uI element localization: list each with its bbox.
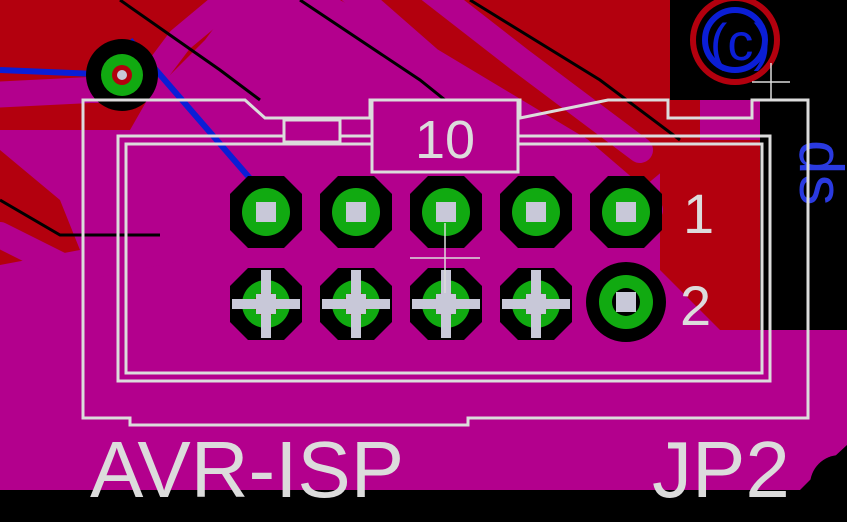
- pad[interactable]: [410, 176, 482, 248]
- via[interactable]: [86, 39, 158, 111]
- logo-ring-blue: [702, 7, 768, 73]
- connector-key: 10: [282, 98, 520, 174]
- pin-count-label: 10: [415, 110, 475, 170]
- pad-row-bottom: [230, 262, 666, 342]
- logo-ring-red: [690, 0, 780, 85]
- pin-1-label: 1: [683, 182, 714, 245]
- pad[interactable]: [500, 176, 572, 248]
- board-edge: [0, 490, 847, 522]
- logo: (c) ds: [690, 0, 847, 205]
- pad-pin-1[interactable]: [590, 176, 662, 248]
- pad[interactable]: [230, 176, 302, 248]
- pad[interactable]: [410, 268, 482, 340]
- corner-hole: [810, 455, 847, 515]
- pad[interactable]: [230, 268, 302, 340]
- logo-text: ds: [786, 140, 847, 205]
- part-value-label: AVR-ISP: [90, 425, 404, 514]
- pad[interactable]: [320, 268, 392, 340]
- pad-row-top: [230, 176, 662, 248]
- right-edge-zone: [760, 100, 847, 330]
- logo-mark: (c): [710, 14, 771, 72]
- pad[interactable]: [500, 268, 572, 340]
- crosshair-icon: [410, 63, 790, 293]
- trace-outlines: [0, 0, 681, 237]
- pad-pin-2[interactable]: [586, 262, 666, 342]
- part-name-label: JP2: [652, 425, 790, 514]
- pin-2-label: 2: [680, 274, 711, 337]
- pad[interactable]: [320, 176, 392, 248]
